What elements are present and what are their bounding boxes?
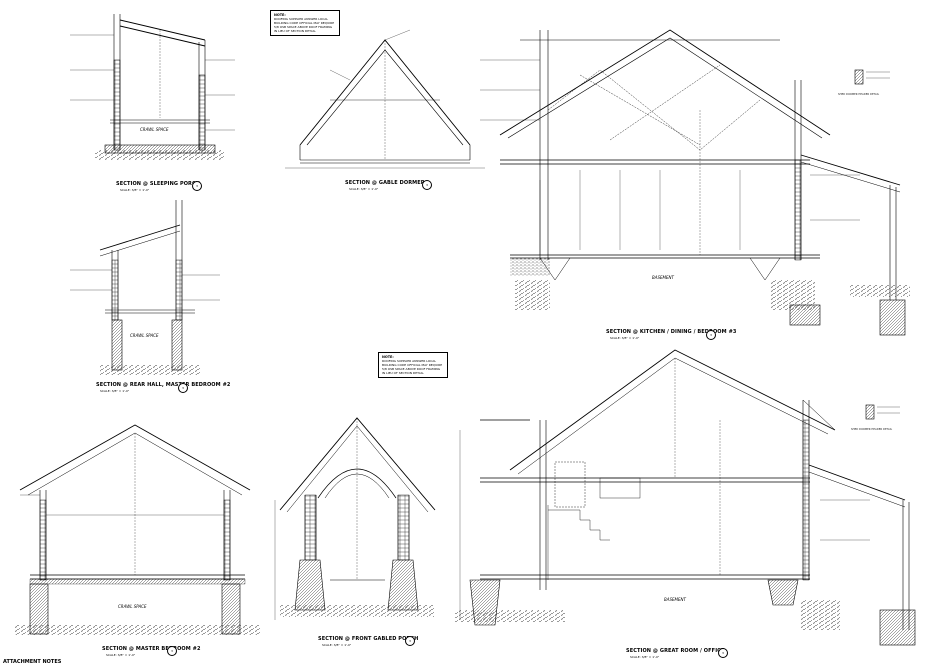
section-great-room-office xyxy=(455,349,916,646)
detail-caption: SHED DORMER HEADER DETAIL xyxy=(838,93,880,96)
section-title: SECTION @ REAR HALL, MASTER BEDROOM #2 xyxy=(96,382,231,388)
section-scale: SCALE: 3/8" = 1'-0" xyxy=(349,187,379,191)
section-gable-dormer xyxy=(285,29,485,169)
attachment-notes-heading: ATTACHMENT NOTES xyxy=(3,659,62,665)
section-title: SECTION @ MASTER BEDROOM #2 xyxy=(102,646,201,652)
roof-note: NOTE: ROOFING SUPPLIER ANSWER LOCAL BUIL… xyxy=(378,352,448,378)
detail-bubble: 3 xyxy=(178,383,188,393)
note-body: ROOFING SUPPLIER ANSWER LOCAL BUILDING C… xyxy=(382,359,443,375)
detail-bubble: 3 xyxy=(405,636,415,646)
section-master-bedroom xyxy=(15,424,260,635)
section-kitchen-dining xyxy=(480,29,910,336)
section-sleeping-porch xyxy=(70,14,235,160)
section-scale: SCALE: 3/8" = 1'-0" xyxy=(120,188,150,192)
basement-label: BASEMENT xyxy=(652,275,674,280)
basement-label: BASEMENT xyxy=(664,597,686,602)
section-scale: SCALE: 3/8" = 1'-0" xyxy=(610,336,640,340)
section-title: SECTION @ KITCHEN / DINING / BEDROOM #3 xyxy=(606,329,737,335)
detail-bubble: 3 xyxy=(706,330,716,340)
note-body: ROOFING SUPPLIER ANSWER LOCAL BUILDING C… xyxy=(274,17,335,33)
crawl-space-label: CRAWL SPACE xyxy=(140,127,169,132)
section-title: SECTION @ GREAT ROOM / OFFICE xyxy=(626,648,725,654)
detail-bubble: 3 xyxy=(192,181,202,191)
crawl-space-label: CRAWL SPACE xyxy=(118,604,147,609)
section-rear-hall xyxy=(70,200,220,375)
shed-dormer-detail-1 xyxy=(854,69,890,85)
note-title: NOTE: xyxy=(274,13,286,17)
section-scale: SCALE: 3/8" = 1'-0" xyxy=(322,643,352,647)
detail-bubble: 3 xyxy=(718,648,728,658)
section-title: SECTION @ FRONT GABLED PORCH xyxy=(318,636,419,642)
note-title: NOTE: xyxy=(382,355,394,359)
detail-caption: SHED DORMER HEADER DETAIL xyxy=(851,428,893,431)
section-title: SECTION @ GABLE DORMER xyxy=(345,180,425,186)
section-scale: SCALE: 3/8" = 1'-0" xyxy=(630,655,660,659)
crawl-space-label: CRAWL SPACE xyxy=(130,333,159,338)
roof-note: NOTE: ROOFING SUPPLIER ANSWER LOCAL BUIL… xyxy=(270,10,340,36)
detail-bubble: 3 xyxy=(422,180,432,190)
detail-bubble: 3 xyxy=(167,646,177,656)
section-title: SECTION @ SLEEPING PORCH xyxy=(116,181,201,187)
section-scale: SCALE: 3/8" = 1'-0" xyxy=(106,653,136,657)
section-front-gabled-porch xyxy=(274,417,436,620)
shed-dormer-detail-2 xyxy=(865,404,900,420)
section-scale: SCALE: 3/8" = 1'-0" xyxy=(100,389,130,393)
